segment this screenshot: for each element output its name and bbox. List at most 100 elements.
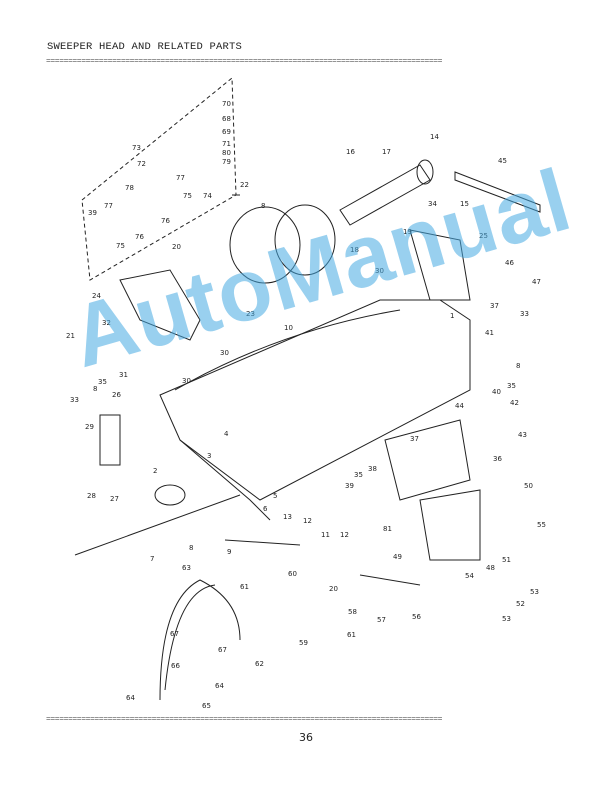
callout-label: 53 [502, 615, 511, 623]
callout-label: 3 [207, 452, 211, 460]
callout-label: 48 [486, 564, 495, 572]
callout-label: 12 [340, 531, 349, 539]
callout-label: 30 [182, 377, 191, 385]
callout-label: 72 [137, 160, 146, 168]
callout-label: 24 [92, 292, 101, 300]
callout-label: 17 [382, 148, 391, 156]
callout-label: 33 [70, 396, 79, 404]
callout-label: 16 [346, 148, 355, 156]
callout-label: 18 [350, 246, 359, 254]
callout-label: 47 [532, 278, 541, 286]
callout-label: 60 [288, 570, 297, 578]
callout-label: 5 [273, 492, 277, 500]
hose [164, 584, 216, 691]
bottom-divider: ========================================… [46, 716, 443, 724]
callout-label: 63 [182, 564, 191, 572]
page-title: SWEEPER HEAD AND RELATED PARTS [47, 41, 243, 53]
callout-label: 80 [222, 149, 231, 157]
page-number: 36 [299, 731, 313, 744]
callout-label: 71 [222, 140, 231, 148]
callout-label: 8 [189, 544, 193, 552]
callout-label: 34 [428, 200, 437, 208]
callout-label: 56 [412, 613, 421, 621]
callout-label: 21 [66, 332, 75, 340]
callout-label: 39 [345, 482, 354, 490]
callout-label: 61 [347, 631, 356, 639]
tube [339, 164, 431, 226]
callout-label: 50 [524, 482, 533, 490]
callout-label: 14 [430, 133, 439, 141]
callout-label: 35 [507, 382, 516, 390]
callout-label: 30 [375, 267, 384, 275]
callout-label: 9 [227, 548, 231, 556]
callout-label: 15 [460, 200, 469, 208]
callout-label: 68 [222, 115, 231, 123]
callout-label: 75 [183, 192, 192, 200]
callout-label: 49 [393, 553, 402, 561]
strap [454, 171, 541, 213]
callout-label: 37 [490, 302, 499, 310]
callout-label: 62 [255, 660, 264, 668]
shaft [74, 494, 241, 556]
callout-label: 31 [119, 371, 128, 379]
callout-label: 22 [240, 181, 249, 189]
callout-label: 73 [132, 144, 141, 152]
callout-label: 53 [530, 588, 539, 596]
callout-label: 45 [498, 157, 507, 165]
callout-label: 40 [492, 388, 501, 396]
callout-label: 11 [321, 531, 330, 539]
callout-label: 76 [135, 233, 144, 241]
callout-label: 81 [383, 525, 392, 533]
callout-label: 75 [116, 242, 125, 250]
callout-label: 42 [510, 399, 519, 407]
callout-label: 44 [455, 402, 464, 410]
hose [159, 579, 241, 701]
callout-label: 32 [102, 319, 111, 327]
callout-label: 41 [485, 329, 494, 337]
callout-label: 33 [520, 310, 529, 318]
left-end-plate [119, 269, 201, 341]
callout-label: 10 [284, 324, 293, 332]
callout-label: 8 [261, 202, 265, 210]
callout-label: 8 [516, 362, 520, 370]
callout-label: 64 [215, 682, 224, 690]
callout-label: 20 [329, 585, 338, 593]
callout-label: 61 [240, 583, 249, 591]
callout-label: 69 [222, 128, 231, 136]
callout-label: 51 [502, 556, 511, 564]
callout-label: 64 [126, 694, 135, 702]
sweeper-housing [159, 299, 471, 501]
callout-label: 57 [377, 616, 386, 624]
right-end-plate [409, 229, 471, 301]
callout-label: 46 [505, 259, 514, 267]
callout-label: 52 [516, 600, 525, 608]
callout-label: 76 [161, 217, 170, 225]
callout-label: 6 [263, 505, 268, 513]
callout-label: 19 [403, 228, 412, 236]
callout-label: 26 [112, 391, 121, 399]
callout-label: 13 [283, 513, 292, 521]
brush-disc [229, 206, 301, 284]
callout-label: 36 [493, 455, 502, 463]
callout-label: 74 [203, 192, 212, 200]
callout-label: 77 [104, 202, 113, 210]
callout-label: 8 [93, 385, 97, 393]
callout-label: 70 [222, 100, 231, 108]
callout-label: 29 [85, 423, 94, 431]
callout-label: 2 [153, 467, 157, 475]
callout-label: 54 [465, 572, 474, 580]
callout-label: 20 [172, 243, 181, 251]
callout-label: 59 [299, 639, 308, 647]
callout-label: 55 [537, 521, 546, 529]
top-divider: ========================================… [46, 58, 443, 66]
brush-disc [274, 204, 336, 276]
callout-label: 78 [125, 184, 134, 192]
callout-label: 43 [518, 431, 527, 439]
mount [419, 489, 481, 561]
bracket [384, 419, 471, 501]
callout-label: 79 [222, 158, 231, 166]
callout-label: 35 [354, 471, 363, 479]
callout-label: 12 [303, 517, 312, 525]
callout-label: 67 [170, 630, 179, 638]
